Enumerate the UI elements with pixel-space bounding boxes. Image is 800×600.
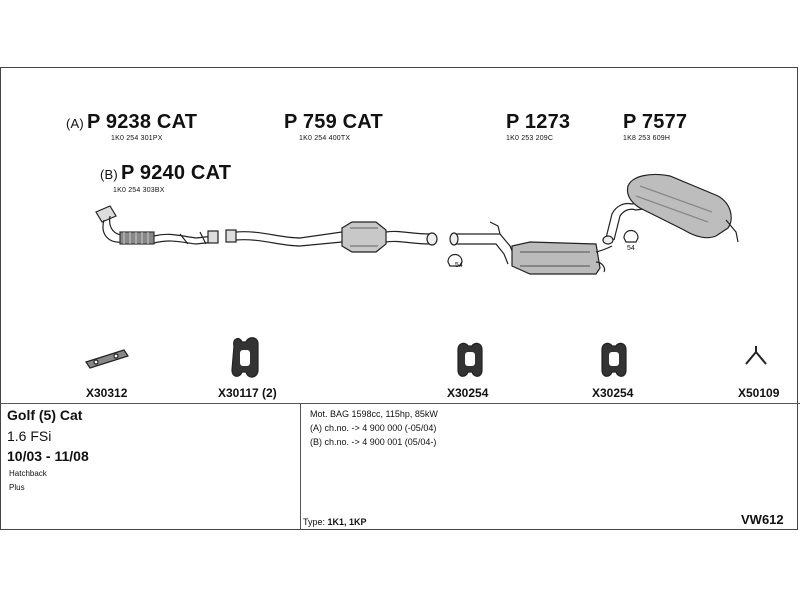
engine-spec-line: Mot. BAG 1598cc, 115hp, 85kW <box>310 409 438 419</box>
accessory-code-3: X30254 <box>447 386 489 400</box>
accessory-icons <box>85 337 767 378</box>
accessory-code-1: X30312 <box>86 386 128 400</box>
reference-code: VW612 <box>741 512 784 527</box>
chassis-a-line: (A) ch.no. -> 4 900 000 (-05/04) <box>310 423 437 433</box>
oe-number-middle-silencer: 1K0 253 209C <box>506 135 554 142</box>
catalyst-drawing <box>225 221 438 253</box>
body-type-2: Plus <box>9 483 25 492</box>
vehicle-engine: 1.6 FSi <box>7 428 52 444</box>
section-divider <box>0 403 800 404</box>
type-line: Type: 1K1, 1KP <box>303 517 367 527</box>
rear-silencer-drawing <box>602 173 739 245</box>
front-pipe-drawing <box>95 205 219 245</box>
part-number-a: (A)P 9238 CAT <box>66 111 197 134</box>
chassis-b-line: (B) ch.no. -> 4 900 001 (05/04-) <box>310 437 437 447</box>
part-number-catalyst: P 759 CAT <box>284 111 383 133</box>
middle-silencer-drawing <box>449 221 613 275</box>
type-value: 1K1, 1KP <box>327 517 367 527</box>
oe-number-rear-silencer: 1K8 253 609H <box>623 135 671 142</box>
oe-number-a: 1K0 254 301PX <box>111 135 163 142</box>
vehicle-years: 10/03 - 11/08 <box>7 448 89 464</box>
part-number-rear-silencer: P 7577 <box>623 111 688 133</box>
vehicle-model: Golf (5) Cat <box>7 407 83 423</box>
oe-number-b: 1K0 254 303BX <box>113 187 165 194</box>
body-type-1: Hatchback <box>9 469 47 478</box>
part-number-middle-silencer: P 1273 <box>506 111 571 133</box>
clamp-label-middle: 54 <box>455 262 463 269</box>
variant-label-a: (A) <box>66 116 84 131</box>
diagram-frame <box>0 67 798 530</box>
clamp-drawing <box>447 229 639 267</box>
column-divider <box>300 404 301 530</box>
clamp-label-rear: 54 <box>627 245 635 252</box>
type-label: Type: <box>303 517 326 527</box>
accessory-code-5: X50109 <box>738 386 780 400</box>
part-number-b-text: P 9240 CAT <box>120 162 232 184</box>
accessory-code-4: X30254 <box>592 386 634 400</box>
oe-number-catalyst: 1K0 254 400TX <box>299 135 351 142</box>
variant-label-b: (B) <box>100 167 118 182</box>
part-number-b: (B)P 9240 CAT <box>100 162 231 185</box>
part-number-a-text: P 9238 CAT <box>86 111 198 133</box>
accessory-code-2: X30117 (2) <box>218 386 277 400</box>
